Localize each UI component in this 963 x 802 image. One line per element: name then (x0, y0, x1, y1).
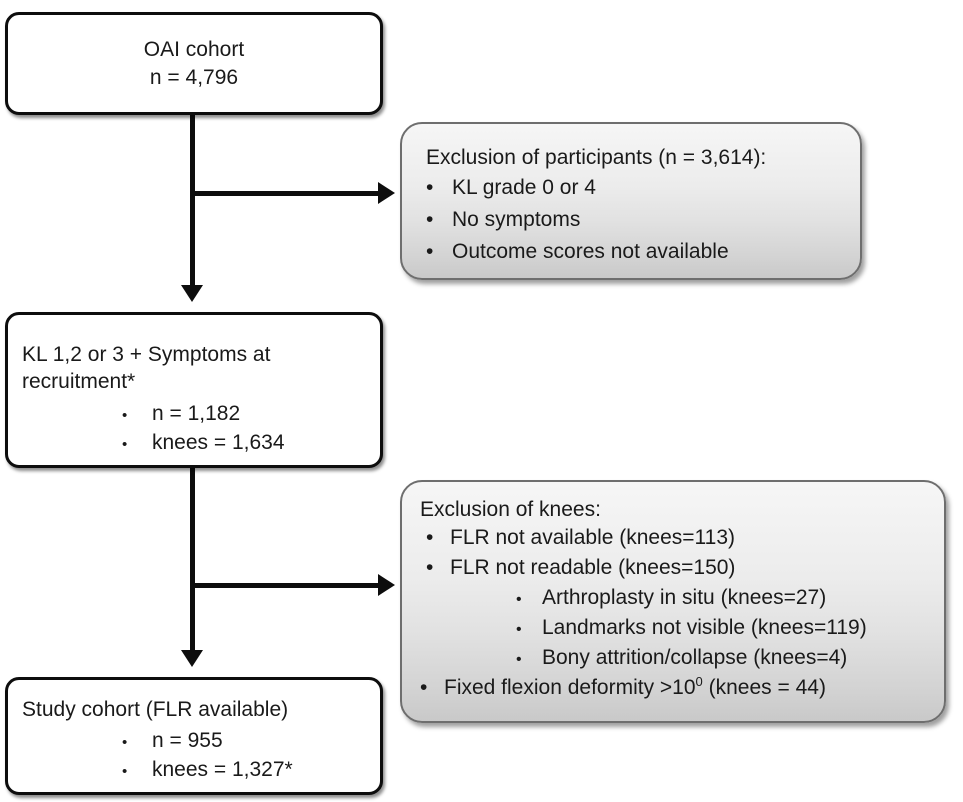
exclusion-participants-heading-label: Exclusion of participants (n = 3,614): (426, 146, 767, 169)
node-exclusion-participants-content: Exclusion of participants (n = 3,614): •… (402, 124, 860, 278)
fixed-flexion-suffix: (knees = 44) (702, 676, 826, 699)
connector-horizontal-1 (190, 191, 378, 196)
fixed-flexion-prefix: Fixed flexion deformity >10 (444, 676, 696, 699)
list-item-label: FLR not available (knees=113) (450, 526, 736, 549)
bullet-icon: • (426, 556, 434, 579)
bullet-icon: • (122, 763, 128, 781)
list-item: • n = 1,182 (122, 402, 368, 426)
arrowhead-down-2 (181, 650, 203, 667)
list-item-label: Fixed flexion deformity >100 (knees = 44… (444, 674, 934, 700)
bullet-icon: • (516, 621, 522, 638)
list-item: • Bony attrition/collapse (knees=4) (516, 646, 934, 670)
list-item: • FLR not readable (knees=150) (426, 556, 934, 580)
kl-symptoms-line2: recruitment* (22, 370, 136, 394)
list-item: • Outcome scores not available (426, 240, 842, 264)
bullet-icon: • (122, 734, 128, 752)
arrowhead-right-2 (378, 574, 395, 596)
oai-cohort-title: OAI cohort (143, 38, 245, 62)
exclusion-knees-heading: Exclusion of knees: (420, 498, 934, 522)
bullet-icon: • (420, 676, 428, 699)
fixed-flexion-superscript: 0 (695, 674, 703, 689)
list-item-label: Landmarks not visible (knees=119) (542, 616, 867, 639)
node-study-cohort-content: Study cohort (FLR available) • n = 955 •… (8, 680, 380, 792)
arrowhead-right-1 (378, 182, 395, 204)
list-item-fixed-flexion: • Fixed flexion deformity >100 (knees = … (420, 674, 934, 700)
node-exclusion-participants: Exclusion of participants (n = 3,614): •… (400, 122, 862, 280)
bullet-icon: • (426, 240, 434, 263)
list-item-label: FLR not readable (knees=150) (450, 556, 736, 579)
list-item: • knees = 1,327* (122, 758, 368, 782)
list-item-label: n = 1,182 (152, 401, 241, 425)
list-item-label: Arthroplasty in situ (knees=27) (542, 586, 827, 609)
list-item: • Landmarks not visible (knees=119) (516, 616, 934, 640)
arrowhead-down-1 (181, 285, 203, 302)
exclusion-participants-heading: Exclusion of participants (n = 3,614): (426, 146, 842, 170)
node-oai-cohort-content: OAI cohort n = 4,796 (8, 15, 380, 112)
connector-vertical-2 (190, 466, 195, 650)
node-kl-symptoms-content: KL 1,2 or 3 + Symptoms at recruitment* •… (8, 315, 380, 465)
node-kl-symptoms: KL 1,2 or 3 + Symptoms at recruitment* •… (5, 312, 383, 468)
bullet-icon: • (122, 406, 128, 424)
list-item: • knees = 1,634 (122, 431, 368, 455)
list-item-label: knees = 1,327* (152, 758, 293, 782)
bullet-icon: • (426, 526, 434, 549)
kl-symptoms-list: • n = 1,182 • knees = 1,634 (22, 402, 368, 455)
connector-horizontal-2 (190, 583, 378, 588)
study-cohort-title: Study cohort (FLR available) (22, 698, 289, 721)
list-item-label: KL grade 0 or 4 (452, 176, 596, 199)
exclusion-knees-list: Exclusion of knees: • FLR not available … (420, 498, 934, 700)
list-item-label: Bony attrition/collapse (knees=4) (542, 646, 848, 669)
bullet-icon: • (426, 208, 434, 231)
bullet-icon: • (516, 591, 522, 608)
node-exclusion-knees-content: Exclusion of knees: • FLR not available … (402, 482, 944, 721)
list-item-label: n = 955 (152, 729, 223, 753)
list-item-label: No symptoms (452, 208, 581, 231)
connector-vertical-1 (190, 113, 195, 285)
list-item: • No symptoms (426, 208, 842, 232)
bullet-icon: • (516, 651, 522, 668)
node-oai-cohort: OAI cohort n = 4,796 (5, 12, 383, 115)
list-item-label: knees = 1,634 (152, 430, 285, 454)
study-cohort-list: • n = 955 • knees = 1,327* (22, 729, 368, 782)
list-item: • n = 955 (122, 729, 368, 753)
list-item: • KL grade 0 or 4 (426, 176, 842, 200)
list-item: • Arthroplasty in situ (knees=27) (516, 586, 934, 610)
bullet-icon: • (122, 435, 128, 453)
exclusion-knees-heading-label: Exclusion of knees: (420, 498, 601, 521)
node-study-cohort: Study cohort (FLR available) • n = 955 •… (5, 677, 383, 795)
oai-cohort-count: n = 4,796 (149, 65, 239, 89)
exclusion-participants-list: Exclusion of participants (n = 3,614): •… (426, 146, 842, 264)
kl-symptoms-line1: KL 1,2 or 3 + Symptoms at (22, 343, 271, 366)
node-exclusion-knees: Exclusion of knees: • FLR not available … (400, 480, 946, 723)
list-item-label: Outcome scores not available (452, 240, 729, 263)
list-item: • FLR not available (knees=113) (426, 526, 934, 550)
bullet-icon: • (426, 176, 434, 199)
